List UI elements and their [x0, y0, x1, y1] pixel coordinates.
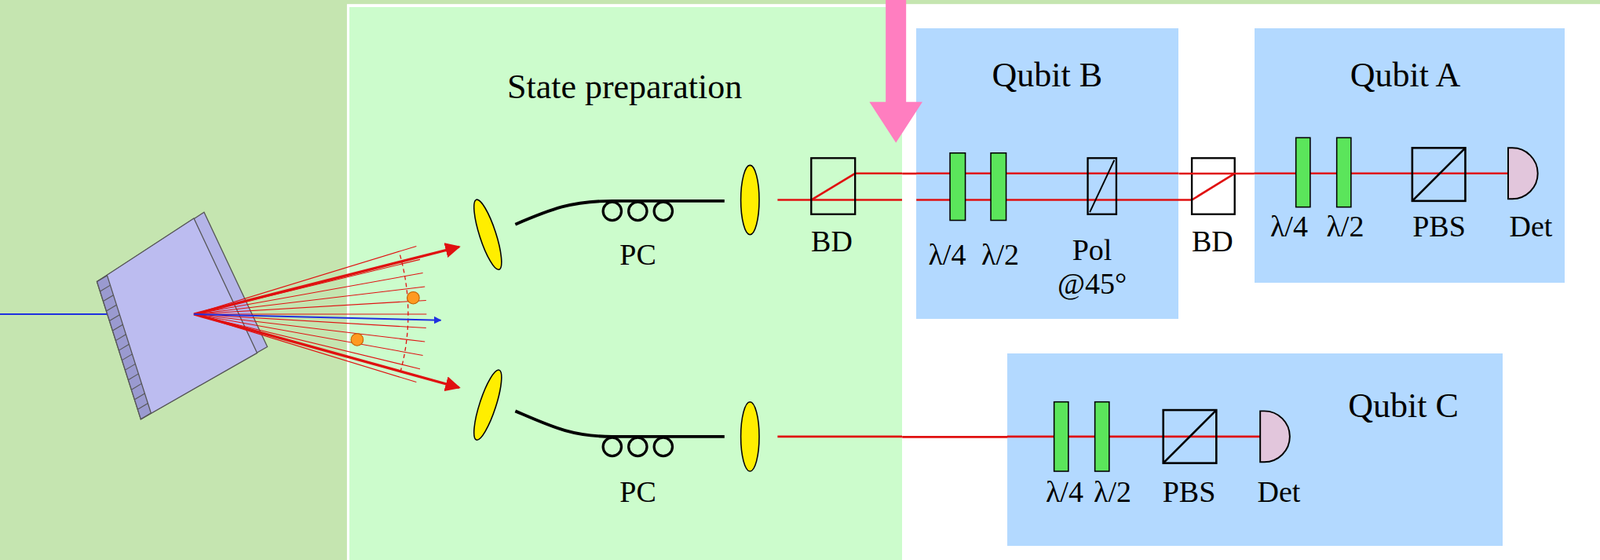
part-label: BD	[810, 224, 853, 260]
photon-dot	[350, 333, 364, 347]
polarizer	[1088, 157, 1117, 214]
pbs-cube	[1163, 409, 1217, 464]
beam-connector	[1178, 172, 1254, 176]
heading-text: State preparation	[507, 67, 742, 106]
photon-dot	[407, 291, 421, 304]
lens	[741, 401, 760, 472]
detector	[1508, 147, 1538, 199]
part-label: Pol @45°	[1048, 233, 1136, 302]
lens	[468, 197, 508, 272]
part-label: PBS	[1412, 209, 1466, 245]
part-label: λ/4	[1045, 474, 1084, 510]
heading-text: Qubit C	[1347, 386, 1459, 425]
pump-arrow	[193, 314, 442, 321]
part-label: BD	[1191, 224, 1234, 260]
box-heading: Qubit B	[991, 54, 1103, 95]
pbs-cube	[1412, 147, 1466, 201]
beam-connector	[902, 435, 1008, 439]
part-label: PC	[619, 237, 656, 273]
box-heading: Qubit C	[1347, 385, 1459, 426]
qubit-box: Qubit A	[1254, 28, 1565, 283]
part-label: PC	[619, 474, 656, 510]
part-label: Det	[1256, 474, 1301, 510]
wave-plate	[949, 137, 1352, 472]
pointer-arrow	[869, 0, 923, 143]
pbs-cube	[1412, 147, 1466, 201]
lens	[741, 164, 760, 234]
polarizer	[1089, 160, 1115, 212]
emission-cone	[193, 245, 427, 382]
polarization-controller	[602, 201, 673, 456]
part-label: PBS	[1162, 474, 1217, 510]
part-label: Det	[1509, 209, 1553, 245]
beam-connector	[902, 172, 917, 176]
beam-displacer	[1191, 157, 1235, 214]
part-label: λ/2	[981, 237, 1020, 273]
heading-text: Qubit A	[1350, 54, 1462, 94]
pbs-cube	[1163, 409, 1217, 464]
dashed-arc	[400, 255, 409, 374]
fiber	[515, 200, 724, 225]
pump-beam	[0, 313, 194, 315]
box-heading: Qubit A	[1350, 54, 1462, 95]
qubit-box: Qubit B	[916, 28, 1179, 318]
photon-arrow	[193, 314, 460, 388]
box-heading: State preparation	[507, 66, 742, 107]
detector	[1260, 410, 1290, 462]
lens	[468, 367, 508, 443]
part-label: λ/4	[927, 237, 966, 273]
fiber	[515, 410, 724, 436]
photon-arrow	[193, 246, 460, 315]
heading-text: Qubit B	[991, 54, 1103, 94]
part-label: λ/2	[1093, 474, 1132, 510]
part-label: λ/4	[1270, 209, 1308, 245]
crystal	[96, 211, 267, 420]
qubit-box: Qubit C	[1007, 353, 1503, 547]
beam	[777, 173, 1510, 437]
part-label: λ/2	[1326, 209, 1364, 245]
beam-displacer	[810, 157, 855, 214]
